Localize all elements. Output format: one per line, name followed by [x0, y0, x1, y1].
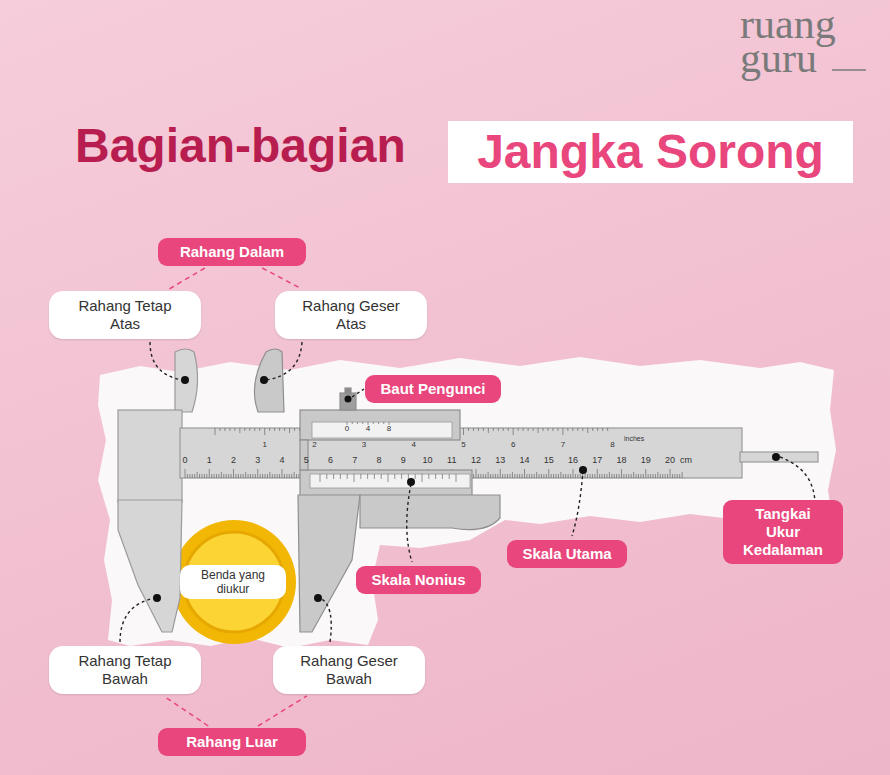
dashed-connector	[258, 696, 307, 726]
part-label: Baut Pengunci	[365, 375, 501, 403]
title-text: Bagian-bagian	[75, 116, 406, 176]
part-label: Skala Nonius	[356, 566, 481, 594]
scale-number: 1	[262, 440, 266, 449]
scale-number: 5	[304, 455, 309, 465]
scale-number: 0	[182, 455, 187, 465]
scale-number: 9	[401, 455, 406, 465]
scale-number: 12	[471, 455, 481, 465]
scale-number: 16	[568, 455, 578, 465]
scale-number: 18	[616, 455, 626, 465]
part-label: Rahang Geser Atas	[275, 291, 427, 339]
scale-number: 7	[561, 440, 565, 449]
node-text: Jangka Sorong	[477, 123, 824, 181]
unit-label: inches	[624, 435, 644, 443]
scale-number: 13	[495, 455, 505, 465]
logo-text: guru	[740, 34, 817, 82]
scale-number: 8	[387, 424, 391, 433]
scale-number: 1	[207, 455, 212, 465]
object-label: Benda yang diukur	[180, 565, 286, 599]
scale-number: 6	[511, 440, 515, 449]
dashed-connector	[262, 268, 302, 289]
scale-number: 3	[255, 455, 260, 465]
scale-number: 5	[461, 440, 465, 449]
node-text: Tangkai Ukur Kedalaman	[737, 505, 829, 559]
node-text: Rahang Tetap Atas	[69, 297, 181, 333]
scale-number: 4	[366, 424, 370, 433]
title-band: Jangka Sorong	[448, 121, 853, 183]
scale-number: 20	[665, 455, 675, 465]
scale-number: 8	[376, 455, 381, 465]
scale-number: 19	[641, 455, 651, 465]
part-label: Rahang Tetap Bawah	[49, 646, 201, 694]
unit-label: cm	[680, 455, 692, 465]
scale-number: 2	[312, 440, 316, 449]
scale-number: 2	[231, 455, 236, 465]
group-pill: Rahang Luar	[158, 728, 306, 756]
scale-number: 4	[412, 440, 416, 449]
scale-number: 6	[328, 455, 333, 465]
scale-number: 0	[345, 424, 349, 433]
part-label: Tangkai Ukur Kedalaman	[723, 500, 843, 564]
scale-number: 8	[610, 440, 614, 449]
part-label: Skala Utama	[507, 540, 627, 568]
node-text: Baut Pengunci	[380, 380, 485, 398]
vernier-ticks	[320, 422, 456, 482]
node-text: Rahang Dalam	[180, 243, 284, 261]
node-text: Benda yang diukur	[188, 568, 278, 596]
scale-number: 4	[279, 455, 284, 465]
node-text: Skala Nonius	[371, 571, 465, 589]
node-text: Skala Utama	[522, 545, 611, 563]
fixed-frame	[118, 349, 818, 632]
slider	[254, 349, 500, 632]
logo-underline	[832, 69, 866, 71]
node-text: Rahang Tetap Bawah	[69, 652, 181, 688]
scale-number: 15	[544, 455, 554, 465]
vernier-plate	[310, 474, 470, 488]
scale-number: 11	[447, 455, 456, 465]
part-label: Rahang Geser Bawah	[273, 646, 425, 694]
scale-number: 17	[592, 455, 602, 465]
leader-lines	[120, 342, 815, 642]
scale-number: 14	[519, 455, 529, 465]
vernier-window	[312, 422, 452, 438]
node-text: Rahang Luar	[186, 733, 278, 751]
dashed-connector	[164, 696, 209, 726]
node-text: Rahang Geser Bawah	[293, 652, 405, 688]
scale-number: 10	[422, 455, 432, 465]
scale-number: 7	[352, 455, 357, 465]
part-label: Rahang Tetap Atas	[49, 291, 201, 339]
group-pill: Rahang Dalam	[158, 238, 306, 266]
scale-number: 3	[362, 440, 366, 449]
coin	[172, 520, 296, 644]
leader-dots	[153, 376, 780, 602]
dashed-connector	[169, 268, 205, 289]
node-text: Rahang Geser Atas	[295, 297, 407, 333]
